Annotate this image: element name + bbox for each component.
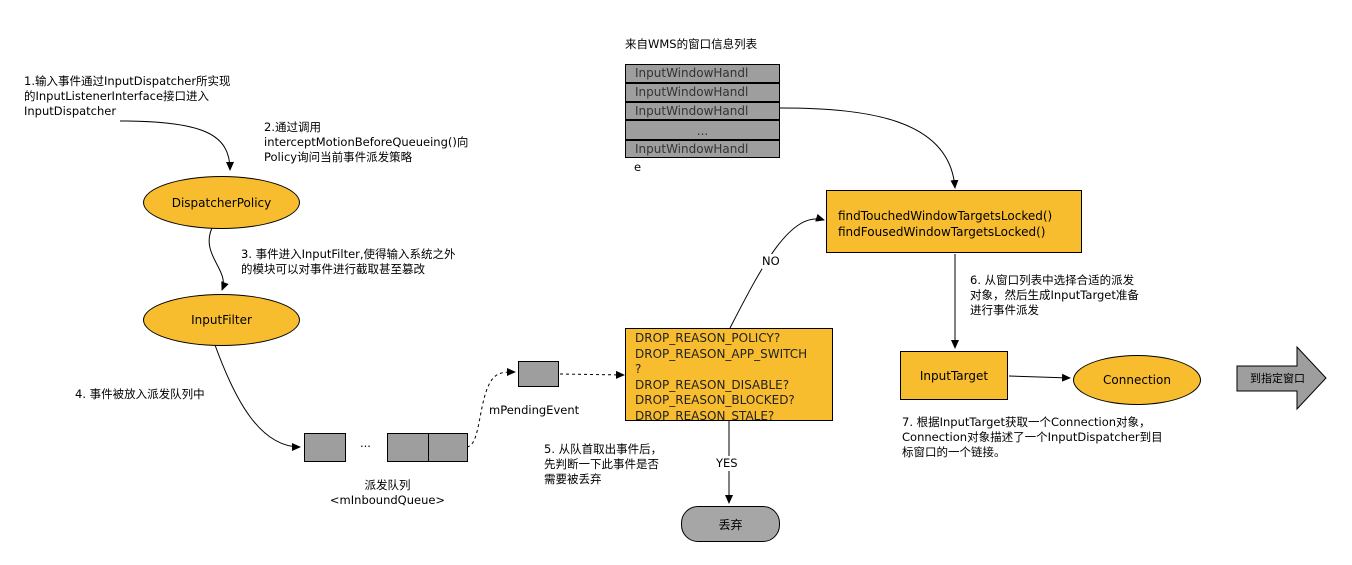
note-step6: 6. 从窗口列表中选择合适的派发 对象，然后生成InputTarget准备 进行… — [970, 273, 1139, 317]
edge-target-to-connection — [1008, 373, 1071, 382]
input-target-node: InputTarget — [900, 351, 1008, 400]
queue-label: 派发队列 <mInboundQueue> — [329, 478, 446, 507]
edge-label-no: NO — [762, 254, 780, 269]
queue-item — [304, 433, 346, 462]
edge-wms-to-find — [779, 107, 959, 189]
note-step1: 1.输入事件通过InputDispatcher所实现 的InputListene… — [24, 74, 231, 118]
wms-list-title: 来自WMS的窗口信息列表 — [625, 37, 758, 51]
find-targets-node: findTouchedWindowTargetsLocked() findFou… — [826, 190, 1082, 253]
discard-node: 丢弃 — [681, 506, 780, 542]
wms-row: InputWindowHandl — [625, 102, 780, 120]
queue-item — [428, 433, 468, 462]
edge-filter-to-queue — [214, 344, 301, 451]
queue-ellipsis: ... — [360, 436, 371, 450]
dispatcher-policy-node: DispatcherPolicy — [143, 176, 300, 229]
pending-event-box — [518, 361, 559, 387]
note-step4: 4. 事件被放入派发队列中 — [75, 387, 205, 401]
queue-item — [387, 433, 429, 462]
to-window-arrow-shape — [1236, 345, 1327, 411]
edge-label-yes: YES — [716, 456, 738, 471]
wms-row: InputWindowHandl — [625, 64, 780, 83]
wms-row: InputWindowHandl — [625, 140, 780, 158]
edge-policy-to-filter — [208, 227, 229, 291]
wms-row-ellipsis: ... — [625, 120, 780, 140]
edge-pending-to-drop — [559, 370, 625, 379]
note-step3: 3. 事件进入InputFilter,使得输入系统之外 的模块可以对事件进行截取… — [241, 247, 456, 276]
input-filter-node: InputFilter — [143, 294, 300, 346]
note-step7: 7. 根据InputTarget获取一个Connection对象， Connec… — [902, 415, 1163, 459]
edge-drop-no — [729, 213, 825, 329]
to-window-label: 到指定窗口 — [1250, 372, 1305, 385]
edge-queue-to-pending — [466, 368, 516, 448]
pending-event-label: mPendingEvent — [489, 403, 580, 417]
wms-row-overflow: e — [634, 160, 642, 174]
connection-node: Connection — [1073, 355, 1201, 405]
edge-note1-to-policy — [119, 120, 234, 171]
wms-row: InputWindowHandl — [625, 83, 780, 102]
note-step5: 5. 从队首取出事件后， 先判断一下此事件是否 需要被丢弃 — [544, 442, 663, 486]
drop-reason-node: DROP_REASON_POLICY? DROP_REASON_APP_SWIT… — [625, 328, 833, 421]
note-step2: 2.通过调用 interceptMotionBeforeQueueing()向 … — [264, 120, 469, 164]
